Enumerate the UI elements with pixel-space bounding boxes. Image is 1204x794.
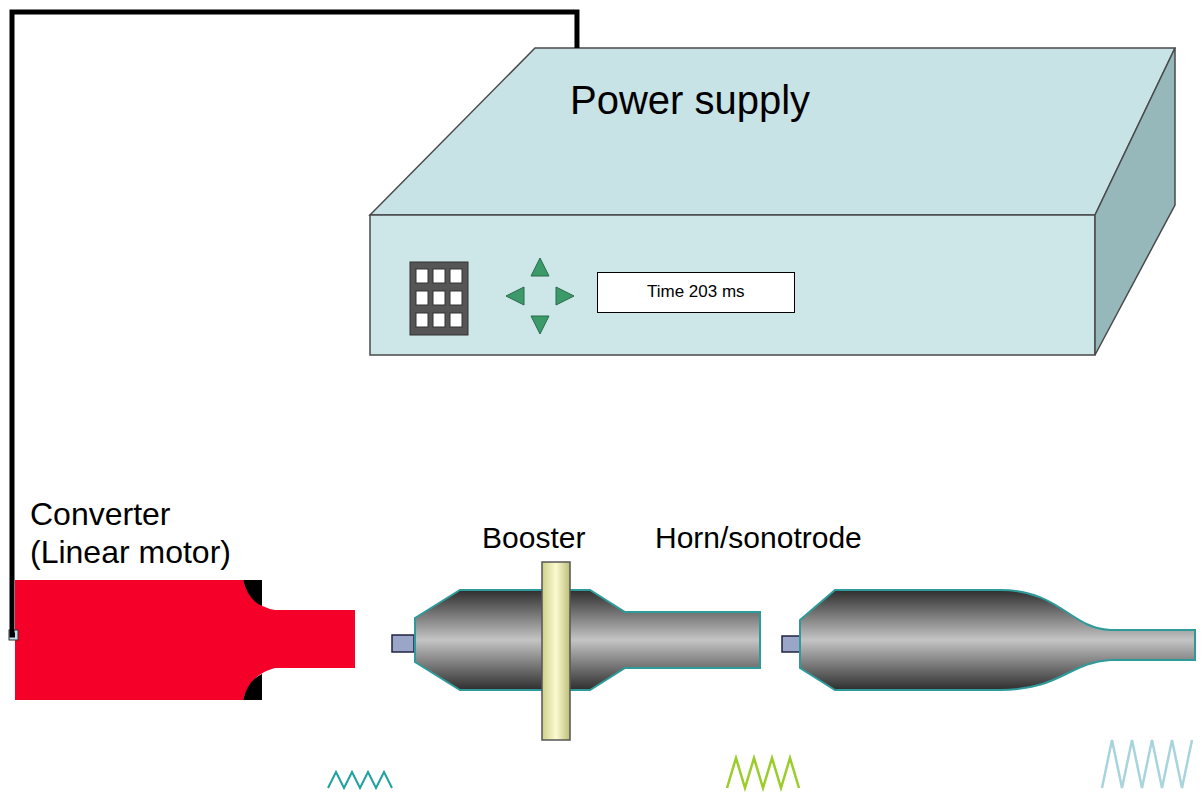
- horn-body: [800, 590, 1195, 690]
- converter-symbol: [9, 580, 355, 700]
- key: [450, 291, 462, 305]
- stud: [392, 635, 414, 652]
- display-readout: Time 203 ms: [647, 282, 745, 302]
- booster-symbol: [392, 562, 760, 740]
- keypad-base: [410, 262, 468, 335]
- power-supply-node: Power supplyTime 203 ms: [370, 48, 1175, 355]
- converter-body: [15, 580, 355, 700]
- key: [450, 313, 462, 327]
- box-top-face: [370, 48, 1175, 215]
- horn-symbol: [782, 590, 1195, 690]
- part-name: Booster: [482, 520, 585, 556]
- horn-node: Horn/sonotrode: [655, 518, 1195, 690]
- arrow-down: [531, 316, 549, 334]
- booster-body: [415, 590, 545, 690]
- amplitude-wave: [328, 772, 392, 788]
- key: [416, 269, 428, 283]
- key: [433, 313, 445, 327]
- keypad-keys: [416, 269, 462, 327]
- arrow-keys: [506, 258, 574, 334]
- part-name: Horn/sonotrode: [655, 520, 862, 556]
- box-front-face: [370, 215, 1095, 355]
- key: [433, 291, 445, 305]
- key: [433, 269, 445, 283]
- booster-ring: [542, 562, 570, 740]
- key: [416, 313, 428, 327]
- booster-node: Booster: [415, 518, 650, 690]
- amplitude-wave: [1102, 740, 1192, 788]
- converter-corner: [243, 674, 262, 700]
- keypad: [410, 262, 468, 335]
- stud: [782, 636, 800, 652]
- converter-corner: [243, 580, 262, 606]
- arrow-right: [556, 287, 574, 305]
- arrow-left: [506, 287, 524, 305]
- key: [416, 291, 428, 305]
- booster-body: [568, 590, 760, 690]
- box-side-face: [1095, 48, 1175, 355]
- part-name: Converter (Linear motor): [30, 495, 270, 572]
- power-supply-box: [370, 48, 1175, 355]
- arrow-up: [531, 258, 549, 276]
- key: [450, 269, 462, 283]
- device-title: Power supply: [570, 76, 810, 124]
- converter-node: Converter (Linear motor): [15, 495, 355, 700]
- time-display-node: Time 203 ms: [597, 272, 795, 313]
- amplitude-wave: [727, 758, 799, 788]
